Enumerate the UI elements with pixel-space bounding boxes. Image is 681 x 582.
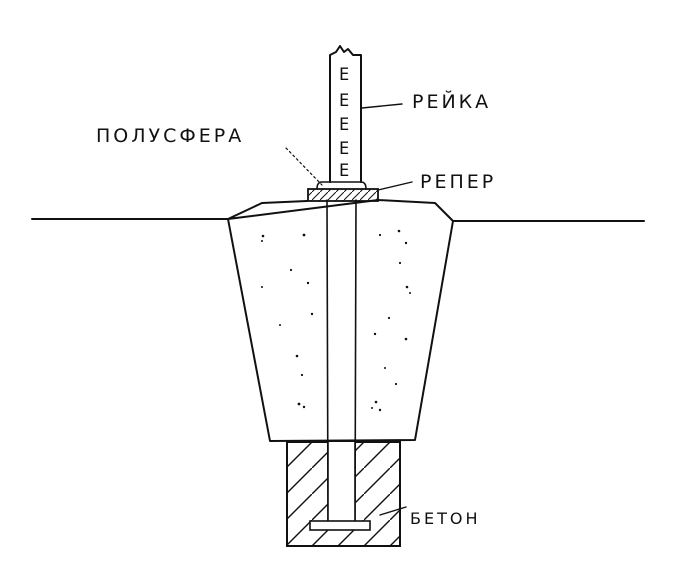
staff-mark: E [339,115,349,135]
monolith-speckles [261,229,411,412]
staff-marks: E E E E E [339,65,349,181]
staff-mark: E [339,161,349,181]
staff-mark: E [339,91,349,111]
label-staff: РЕЙКА [412,90,491,113]
leader-lines [285,103,413,516]
ground-line [31,218,645,222]
concrete-monolith-outline [227,199,454,442]
leveling-staff [329,45,362,183]
benchmark-plate [307,188,379,202]
label-benchmark: РЕПЕР [420,171,496,193]
label-hemisphere: ПОЛУСФЕРА [96,125,244,147]
anchor-plate [309,520,371,531]
label-concrete: БЕТОН [410,509,480,528]
staff-mark: E [339,65,349,85]
hemisphere-cap [316,181,367,190]
benchmark-rod [326,199,357,524]
staff-mark: E [339,139,349,159]
